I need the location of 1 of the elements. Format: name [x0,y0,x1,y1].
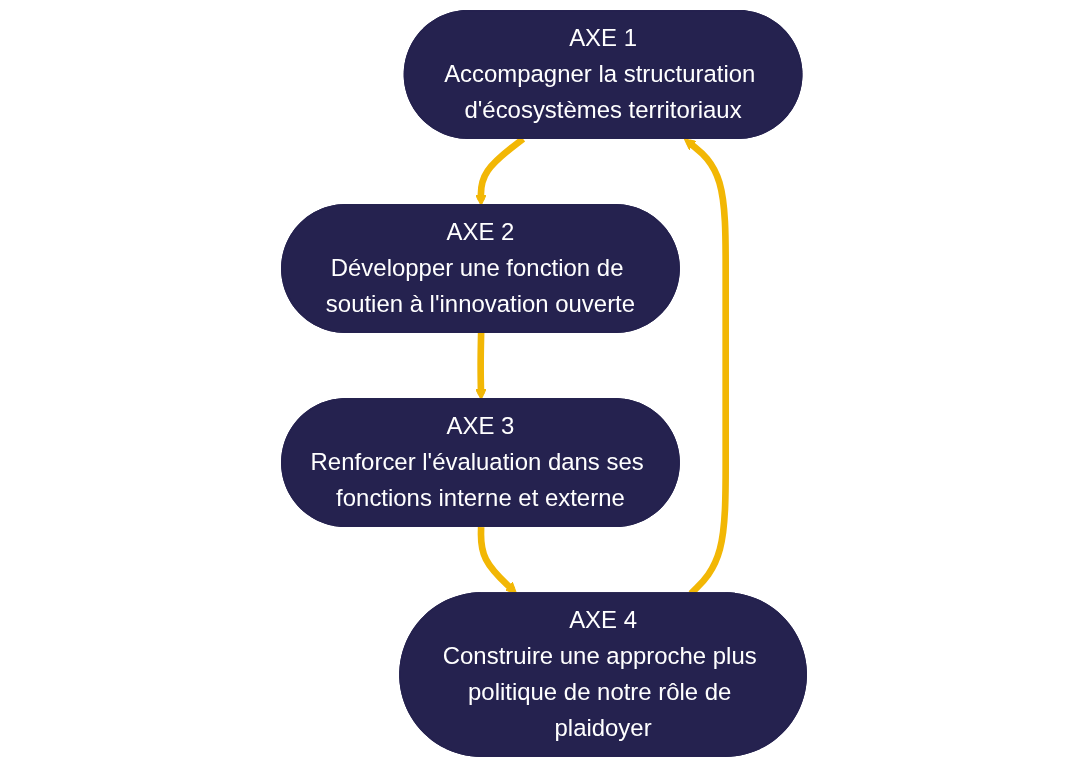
arrow [475,332,487,400]
